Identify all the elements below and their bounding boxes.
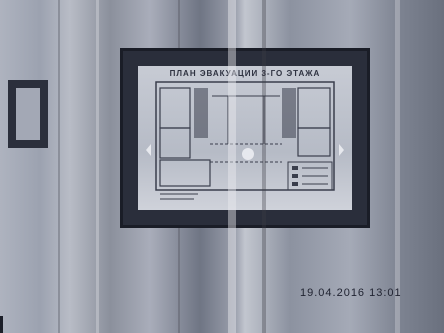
room [159,159,211,187]
small-wall-frame [8,80,48,148]
streak-artifact [262,0,266,333]
streak-artifact [96,0,99,333]
stairwell [282,88,296,138]
streak-artifact [395,0,400,333]
streak-artifact [228,0,236,333]
you-are-here-spot [242,148,254,160]
legend-swatch [292,182,298,186]
corner-mark [0,316,3,333]
left-arrow-icon [146,144,151,156]
room [159,127,191,159]
room [159,87,191,129]
stairwell [194,88,208,138]
room [297,127,331,157]
evacuation-plan-board: ПЛАН ЭВАКУАЦИИ 3-ГО ЭТАЖА [138,66,352,210]
right-arrow-icon [339,144,344,156]
streak-artifact [58,0,60,333]
evacuation-plan-frame: ПЛАН ЭВАКУАЦИИ 3-ГО ЭТАЖА [120,48,370,228]
floor-plan-drawing [155,81,335,200]
building-outline [155,81,335,191]
room [297,87,331,129]
plan-title: ПЛАН ЭВАКУАЦИИ 3-ГО ЭТАЖА [169,69,321,78]
small-frame-inner [16,88,40,140]
legend-swatch [292,174,298,178]
legend-swatch [292,166,298,170]
camera-timestamp: 19.04.2016 13:01 [300,287,402,299]
legend-box [287,161,333,191]
